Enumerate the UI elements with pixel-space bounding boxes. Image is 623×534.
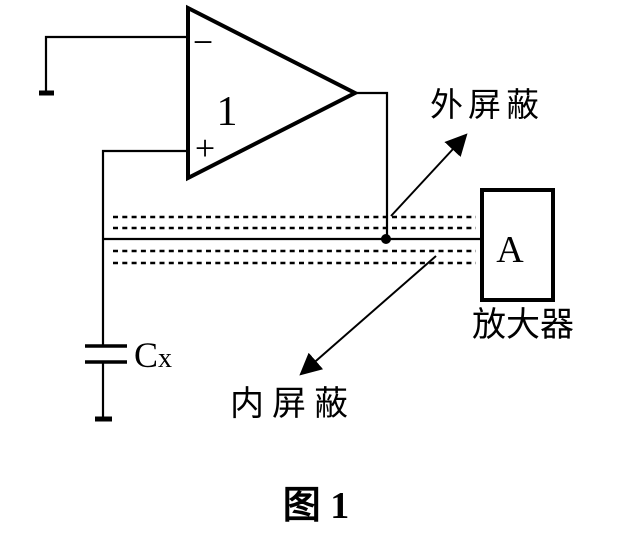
outer-shield-arrow xyxy=(390,133,468,217)
outer-shield-label: 外屏蔽 xyxy=(430,87,544,124)
amplifier-box xyxy=(480,188,555,302)
amplifier-symbol: A xyxy=(496,229,524,271)
opamp-gain-label: 1 xyxy=(217,89,238,135)
opamp-minus-label: − xyxy=(193,22,213,62)
inner-shield-arrow xyxy=(299,255,437,376)
output-wire xyxy=(355,91,389,239)
capacitor-label: Cx xyxy=(134,335,172,375)
junction-dot xyxy=(381,234,391,244)
noninverting-input-wire xyxy=(101,149,188,345)
figure-caption: 图 1 xyxy=(283,485,350,527)
amplifier-label: 放大器 xyxy=(472,306,574,344)
inner-shield-label: 内屏蔽 xyxy=(230,385,356,423)
inverting-input-wire xyxy=(44,35,188,93)
opamp-plus-label: + xyxy=(195,128,215,168)
opamp-triangle xyxy=(186,4,360,182)
